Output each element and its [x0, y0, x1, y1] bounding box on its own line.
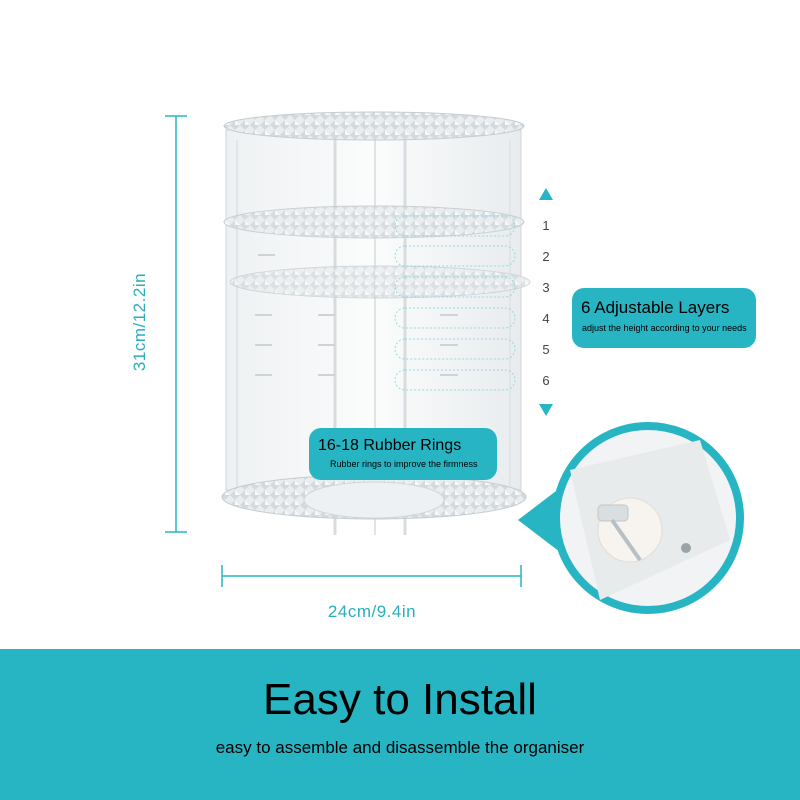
rings-callout-subtitle: Rubber rings to improve the firmness: [330, 459, 478, 469]
layer-number-3: 3: [542, 280, 550, 295]
height-dimension-line: [165, 115, 187, 533]
width-dimension-line: [221, 565, 522, 587]
layer-number-6: 6: [542, 373, 550, 388]
layers-callout-title: 6 Adjustable Layers: [581, 298, 730, 317]
top-rim: [223, 111, 525, 141]
layer-slot-outlines: [394, 215, 516, 391]
height-label: 31cm/12.2in: [130, 272, 149, 372]
arrow-down-icon: [539, 404, 553, 416]
arrow-up-icon: [539, 188, 553, 200]
rings-callout: 16-18 Rubber Rings Rubber rings to impro…: [309, 428, 497, 480]
layer-number-1: 1: [542, 218, 550, 233]
banner-subtitle: easy to assemble and disassemble the org…: [215, 738, 585, 757]
banner-title: Easy to Install: [263, 675, 537, 724]
width-label: 24cm/9.4in: [327, 602, 417, 621]
layer-number-4: 4: [542, 311, 550, 326]
layer-number-2: 2: [542, 249, 550, 264]
layer-number-5: 5: [542, 342, 550, 357]
install-banner: [0, 649, 800, 800]
shelf-upper: [223, 205, 525, 239]
detail-pointer: [518, 488, 560, 552]
shelf-middle: [229, 265, 531, 299]
rubber-ring-detail: [552, 422, 744, 614]
base-ring: [221, 474, 527, 520]
layers-callout: 6 Adjustable Layers adjust the height ac…: [572, 288, 756, 348]
height-slots: [255, 254, 458, 376]
layers-callout-subtitle: adjust the height according to your need…: [582, 323, 747, 333]
rings-callout-title: 16-18 Rubber Rings: [318, 437, 462, 454]
